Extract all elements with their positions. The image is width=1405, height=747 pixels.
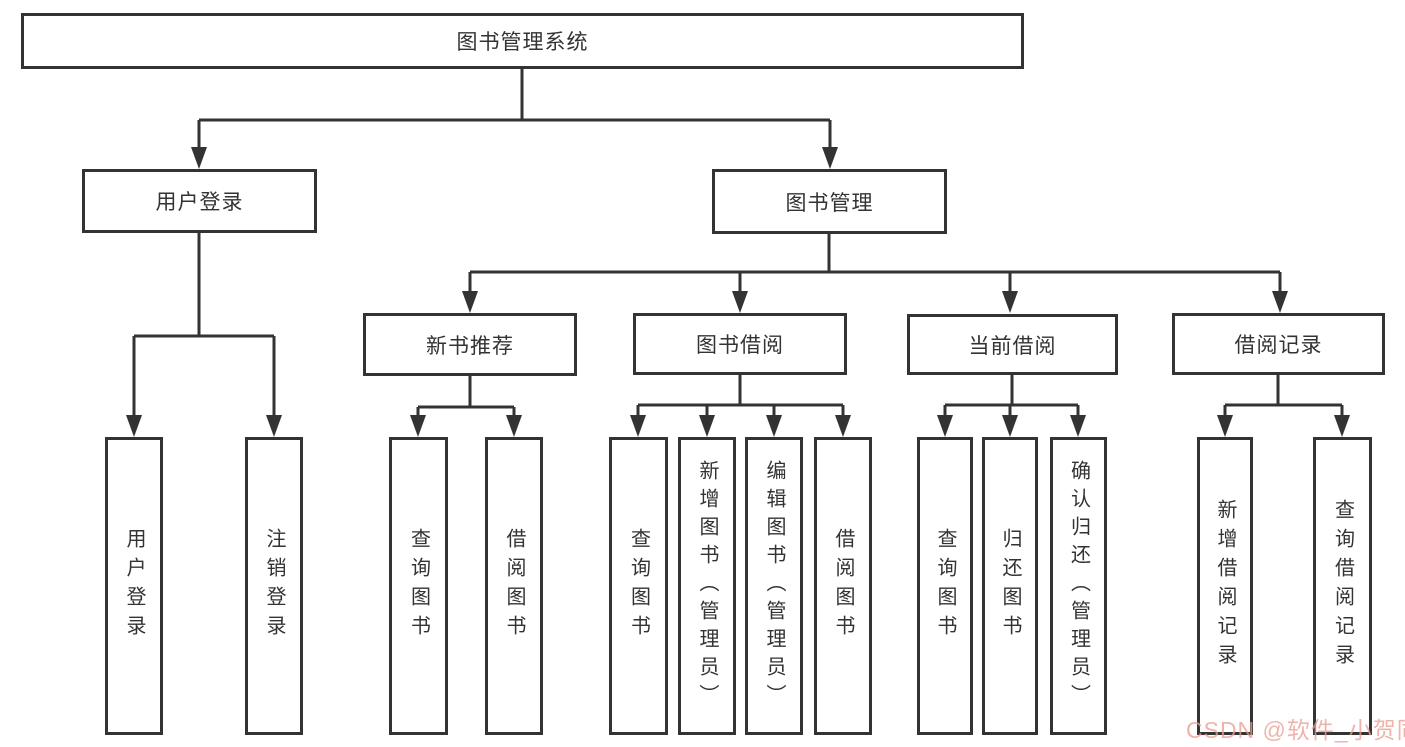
leaf-label: 新增图书（管理员） [696,460,718,712]
node-label: 新书推荐 [426,334,514,358]
node-label: 用户登录 [155,191,244,214]
leaf-query-books-current: 查询图书 [917,437,973,735]
csdn-watermark: CSDN @软件_小贺同学 [1186,717,1405,743]
leaf-label: 编辑图书（管理员） [763,460,785,712]
leaf-user-login: 用户登录 [105,437,163,735]
node-library-management-system: 图书管理系统 [21,13,1024,69]
leaf-borrow-books-borrowing: 借阅图书 [814,437,872,735]
leaf-label: 新增借阅记录 [1214,499,1236,673]
node-label: 当前借阅 [968,334,1057,358]
leaf-query-books-borrowing: 查询图书 [609,437,668,735]
leaf-query-books-newbooks: 查询图书 [389,437,448,735]
leaf-label: 查询借阅记录 [1331,499,1354,673]
leaf-label: 查询图书 [627,528,650,644]
node-borrowing-records: 借阅记录 [1172,313,1385,375]
leaf-edit-books-admin: 编辑图书（管理员） [745,437,803,735]
leaf-label: 归还图书 [999,528,1021,644]
leaf-add-books-admin: 新增图书（管理员） [678,437,736,735]
leaf-confirm-return-admin: 确认归还（管理员） [1050,437,1107,735]
leaf-label: 用户登录 [123,528,145,644]
leaf-label: 确认归还（管理员） [1067,460,1090,712]
node-book-borrowing: 图书借阅 [633,313,847,375]
node-label: 借阅记录 [1234,334,1323,357]
node-label: 图书管理系统 [456,31,589,54]
leaf-label: 注销登录 [263,528,285,644]
node-current-borrowing: 当前借阅 [907,314,1118,375]
node-user-login: 用户登录 [82,169,317,233]
leaf-label: 查询图书 [407,528,430,644]
leaf-query-borrow-record: 查询借阅记录 [1313,437,1372,735]
leaf-label: 查询图书 [934,528,956,644]
node-label: 图书管理 [785,191,874,215]
leaf-label: 借阅图书 [503,528,525,644]
leaf-label: 借阅图书 [832,528,854,644]
node-label: 图书借阅 [696,334,784,357]
node-book-management: 图书管理 [712,169,947,234]
node-new-book-recommendation: 新书推荐 [363,313,577,376]
leaf-logout: 注销登录 [245,437,303,735]
leaf-return-books: 归还图书 [982,437,1038,735]
leaf-add-borrow-record: 新增借阅记录 [1197,437,1253,735]
leaf-borrow-books-newbooks: 借阅图书 [485,437,543,735]
